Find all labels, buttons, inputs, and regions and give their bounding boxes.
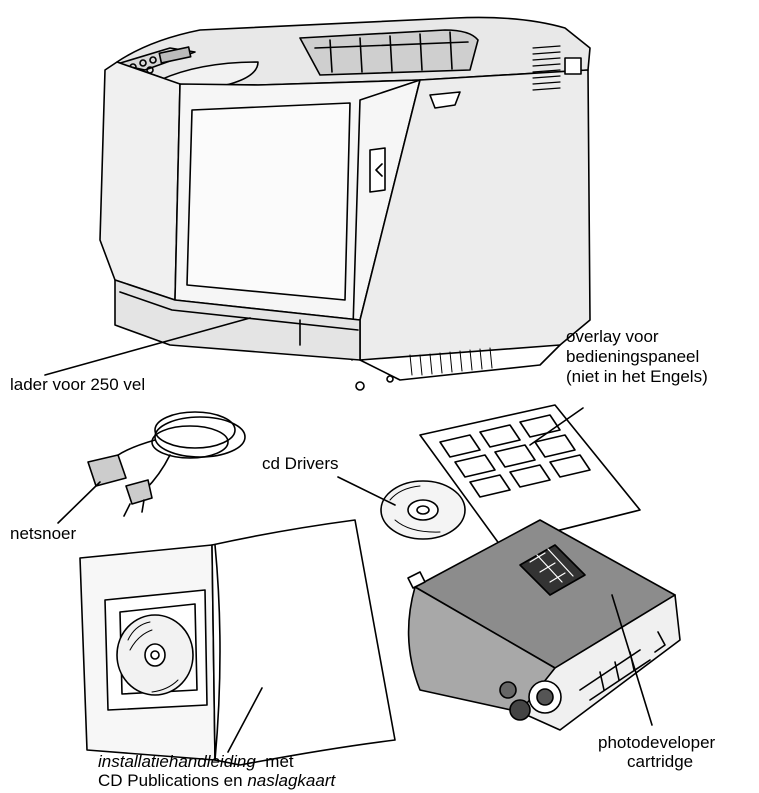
label-photodev-1: photodeveloper	[598, 733, 716, 752]
cd-illustration	[380, 480, 466, 540]
label-power-cord: netsnoer	[10, 524, 77, 543]
label-guide-line2: CD Publications en naslagkaart	[98, 771, 335, 790]
cord-leader	[57, 481, 101, 524]
photodev-leader	[611, 594, 653, 726]
guide-line2-a: CD Publications en	[98, 771, 243, 790]
label-photodev-2: cartridge	[627, 752, 694, 771]
overlay-card	[419, 404, 641, 546]
overlay-leader	[529, 407, 584, 446]
label-guide-line1: installatiehandleiding met	[98, 752, 294, 771]
guide-met: met	[265, 752, 294, 771]
label-cd: cd Drivers	[262, 454, 339, 473]
photodeveloper-illustration	[407, 519, 681, 731]
guide-line2-b: naslagkaart	[247, 771, 336, 790]
label-overlay-2: bedieningspaneel	[566, 347, 700, 366]
label-overlay-3: (niet in het Engels)	[566, 367, 708, 386]
guide-title: installatiehandleiding	[98, 752, 256, 771]
power-cord-illustration	[87, 411, 246, 517]
printer-illustration	[99, 16, 591, 391]
label-overlay-1: overlay voor	[566, 327, 659, 346]
booklet-illustration	[79, 519, 396, 766]
booklet-leader	[227, 687, 263, 753]
tray-leader	[44, 317, 251, 376]
label-tray: lader voor 250 vel	[10, 375, 146, 394]
cd-leader	[337, 476, 396, 506]
